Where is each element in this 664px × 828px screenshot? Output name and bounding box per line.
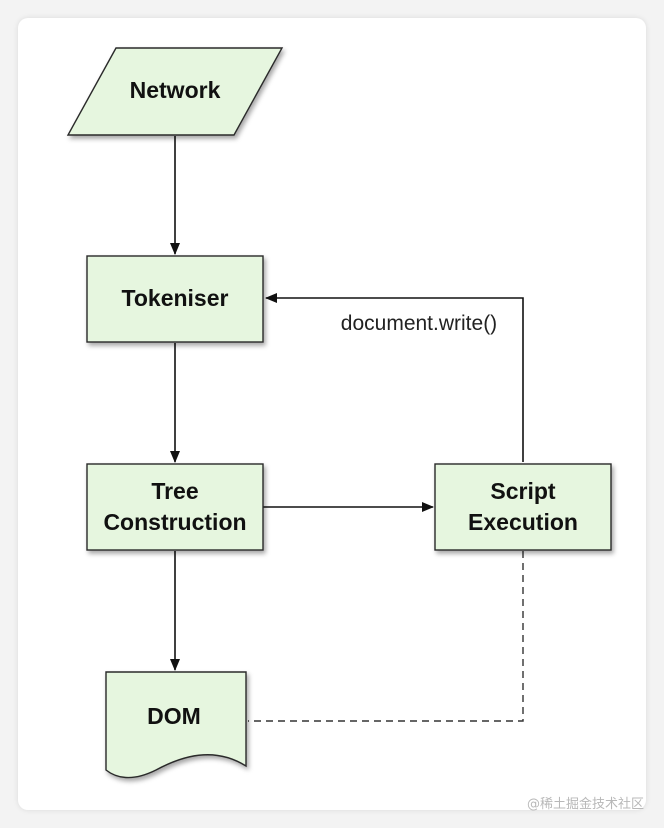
script-execution-box [434,463,612,551]
tokeniser-label: Tokeniser [122,285,229,311]
node-tree-construction: Tree Construction [86,463,264,551]
script-execution-label-line1: Script [490,478,556,504]
tree-construction-label-line2: Construction [103,509,246,535]
node-network: Network [66,47,284,136]
dom-label: DOM [147,703,201,729]
document-write-label: document.write() [341,312,497,335]
edge-script-execution-to-tokeniser [265,293,524,462]
watermark: @稀土掘金技术社区 [526,797,644,812]
network-shape [66,47,284,136]
node-script-execution: Script Execution [434,463,612,551]
edge-script-execution-to-dom-dashed [248,551,524,722]
tree-construction-label-line1: Tree [151,478,198,504]
tokeniser-box [86,255,264,343]
script-execution-label-line2: Execution [468,509,578,535]
dom-document-shape [105,671,247,779]
network-label: Network [130,77,221,103]
node-tokeniser: Tokeniser [86,255,264,343]
tree-construction-box [86,463,264,551]
node-dom: DOM [105,671,247,779]
